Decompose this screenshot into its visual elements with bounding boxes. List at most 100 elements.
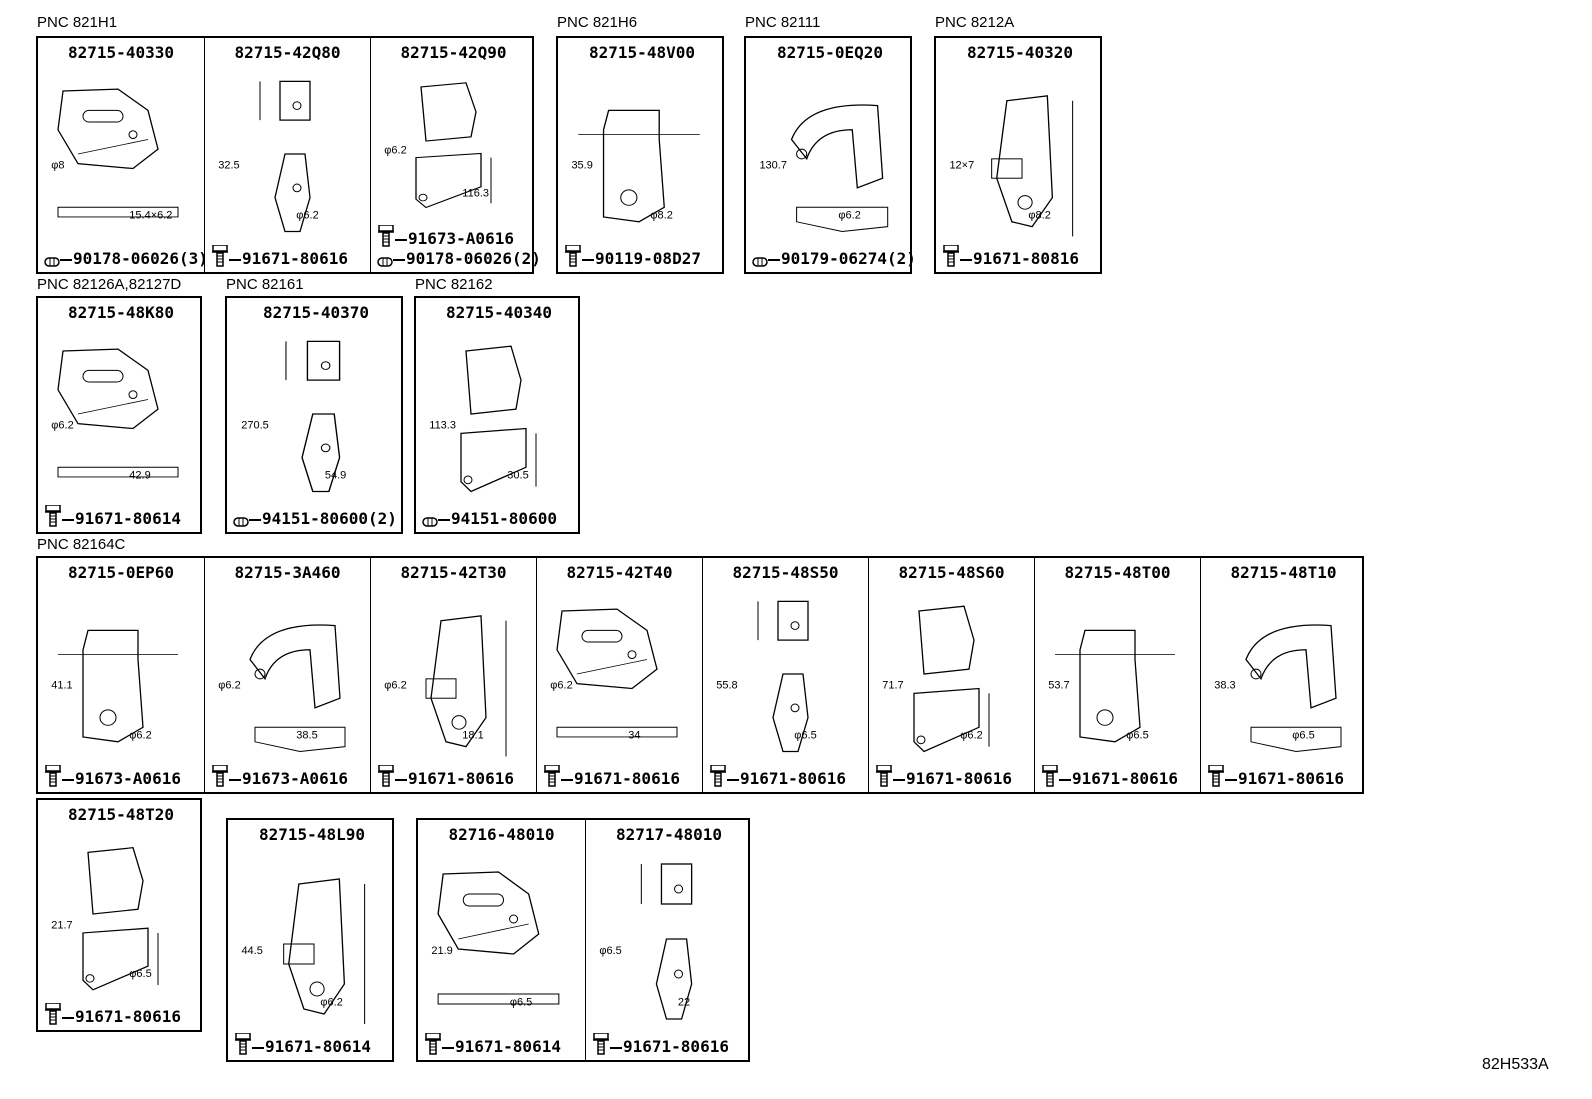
clip-fastener: 90178-06026(2) (377, 249, 541, 268)
dimension-label: φ6.5 (599, 945, 621, 957)
drawing-code: 82H533A (1482, 1056, 1549, 1073)
dimension-label: φ6.2 (218, 680, 240, 692)
dimension-label: 55.8 (716, 680, 737, 692)
bolt-icon (211, 244, 229, 268)
dimension-label: φ6.5 (1126, 729, 1148, 741)
part-cell: 82715-48S50 55.8 φ6.5 91671-80616 (702, 558, 868, 792)
dimension-label: 71.7 (882, 680, 903, 692)
part-drawing: 270.5 54.9 (241, 340, 346, 493)
part-cell: 82715-48T00 53.7 φ6.5 91671-80616 (1034, 558, 1200, 792)
dimension-label: φ6.5 (129, 968, 151, 980)
dimension-label: φ6.2 (384, 145, 406, 157)
bolt-fastener: 91671-80616 (44, 1002, 181, 1026)
fastener-part-number: 91671-80616 (623, 1037, 729, 1056)
dimension-label: φ6.2 (320, 997, 342, 1009)
dimension-label: φ8.2 (1028, 209, 1050, 221)
part-cell: 82715-48S60 71.7 φ6.2 91671-80616 (868, 558, 1034, 792)
fastener-part-number: 91673-A0616 (242, 769, 348, 788)
part-cell: 82715-42Q80 32.5 φ6.2 91671-80616 (204, 38, 370, 272)
part-drawing: 38.3 φ6.5 (1214, 624, 1342, 752)
bolt-icon (709, 764, 727, 788)
bolt-fastener: 91671-80614 (234, 1032, 371, 1056)
bolt-fastener: 91673-A0616 (44, 764, 181, 788)
part-number: 82715-48T00 (1064, 563, 1171, 582)
part-drawing: 113.3 30.5 (429, 345, 537, 493)
dimension-label: 38.5 (296, 729, 317, 741)
dimension-label: 15.4×6.2 (129, 209, 172, 221)
part-cell: 82716-48010 21.9 φ6.5 91671-80614 (418, 820, 585, 1060)
pnc-label: PNC 821H6 (557, 14, 638, 31)
bolt-fastener: 91673-A0616 (211, 764, 348, 788)
part-drawing: φ6.2 34 (550, 608, 678, 741)
part-number: 82715-42T40 (566, 563, 673, 582)
dimension-label: 30.5 (507, 469, 528, 481)
dimension-label: 41.1 (51, 680, 72, 692)
part-cell: 82715-0EP60 41.1 φ6.2 91673-A0616 (38, 558, 204, 792)
bolt-fastener: 91671-80616 (875, 764, 1012, 788)
fastener-part-number: 94151-80600(2) (262, 509, 397, 528)
part-drawing: 35.9 φ8.2 (571, 109, 700, 223)
dimension-label: φ6.2 (960, 729, 982, 741)
dimension-label: φ6.2 (838, 209, 860, 221)
dimension-label: 32.5 (218, 160, 239, 172)
bolt-icon (234, 1032, 252, 1056)
part-cell: 82717-48010 φ6.5 22 91671-80616 (585, 820, 752, 1060)
part-drawing: φ6.2 38.5 (218, 624, 346, 752)
part-cell: 82715-48K80 φ6.2 42.9 91671-80614 (38, 298, 204, 532)
fastener-part-number: 91671-80816 (973, 249, 1079, 268)
part-number: 82715-40330 (68, 43, 174, 62)
bolt-icon (377, 764, 395, 788)
dimension-label: 18.1 (462, 729, 483, 741)
fastener-part-number: 91671-80614 (265, 1037, 371, 1056)
dimension-label: 44.5 (241, 945, 262, 957)
bolt-icon (44, 764, 62, 788)
bolt-icon (44, 1002, 62, 1026)
bolt-fastener: 91671-80616 (1207, 764, 1344, 788)
dimension-label: 35.9 (571, 160, 592, 172)
bolt-icon (211, 764, 229, 788)
bolt-fastener: 91671-80616 (1041, 764, 1178, 788)
part-number: 82715-0EQ20 (777, 43, 883, 62)
bolt-fastener: 90119-08D27 (564, 244, 701, 268)
part-cell: 82715-40330 φ8 15.4×6.2 90178-06026(3) (38, 38, 208, 272)
bolt-icon (377, 224, 395, 248)
part-drawing: 41.1 φ6.2 (51, 629, 178, 743)
part-number: 82715-42T30 (400, 563, 507, 582)
part-number: 82717-48010 (616, 825, 722, 844)
fastener-part-number: 91673-A0616 (75, 769, 181, 788)
clip-icon (233, 509, 249, 528)
part-drawing: φ8 15.4×6.2 (51, 88, 179, 221)
dimension-label: φ6.5 (1292, 729, 1314, 741)
dimension-label: φ6.2 (296, 209, 318, 221)
fastener-part-number: 94151-80600 (451, 509, 557, 528)
clip-icon (752, 249, 768, 268)
bolt-fastener: 91671-80616 (543, 764, 680, 788)
dimension-label: 116.3 (462, 187, 489, 199)
dimension-label: φ6.2 (51, 420, 73, 432)
dimension-label: φ8.2 (650, 209, 672, 221)
bolt-fastener: 91671-80614 (424, 1032, 561, 1056)
dimension-label: 21.7 (51, 919, 72, 931)
bolt-icon (942, 244, 960, 268)
fastener-part-number: 91671-80616 (1238, 769, 1344, 788)
part-cell: 82715-48L90 44.5 φ6.2 91671-80614 (228, 820, 396, 1060)
bolt-icon (543, 764, 561, 788)
fastener-part-number: 90178-06026(2) (406, 249, 541, 268)
dimension-label: 130.7 (759, 160, 787, 172)
part-number: 82716-48010 (448, 825, 555, 844)
pnc-label: PNC 8212A (935, 14, 1015, 31)
dimension-label: φ6.2 (384, 680, 406, 692)
part-cell: 82715-42T40 φ6.2 34 91671-80616 (536, 558, 702, 792)
bolt-fastener: 91671-80616 (592, 1032, 729, 1056)
part-number: 82715-42Q80 (234, 43, 341, 62)
clip-icon (44, 249, 60, 268)
dimension-label: 38.3 (1214, 680, 1235, 692)
part-cell: 82715-48V00 35.9 φ8.2 90119-08D27 (558, 38, 726, 272)
pnc-label: PNC 82162 (415, 276, 493, 293)
part-drawing: φ6.2 116.3 (384, 82, 492, 209)
dimension-label: φ6.5 (794, 729, 816, 741)
part-number: 82715-40370 (263, 303, 369, 322)
clip-fastener: 90179-06274(2) (752, 249, 916, 268)
clip-fastener: 94151-80600(2) (233, 509, 397, 528)
